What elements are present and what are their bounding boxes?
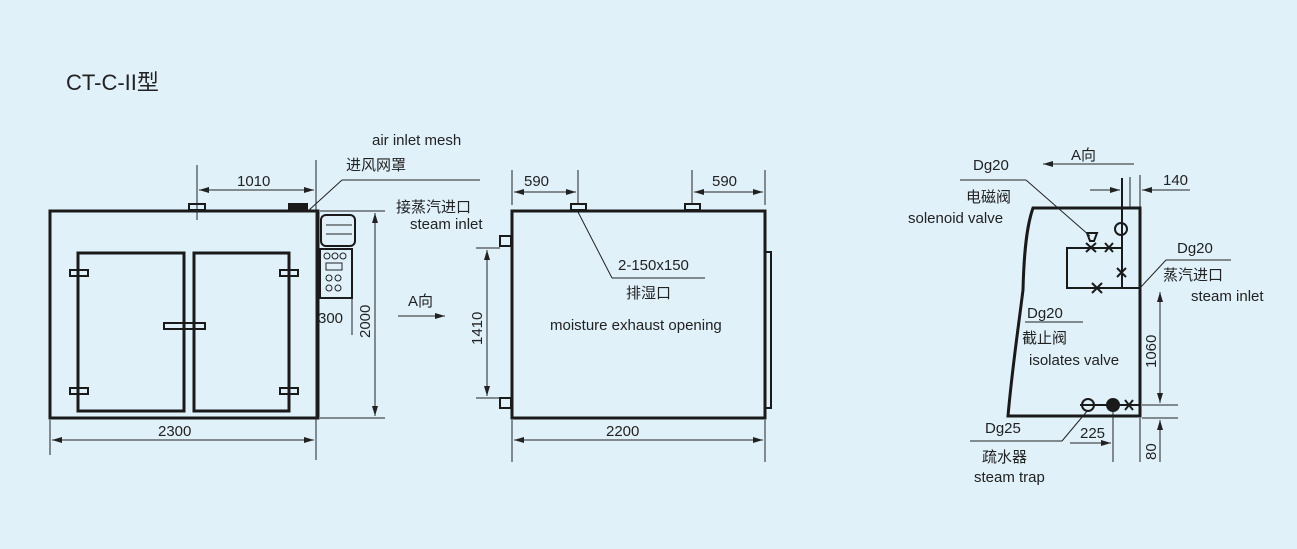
dim-2000: 2000 — [357, 305, 374, 338]
isolate-size: Dg20 — [1027, 305, 1063, 322]
valve-symbols — [1085, 242, 1114, 253]
side-flange — [764, 251, 772, 409]
dim-590-left: 590 — [524, 173, 549, 190]
model-title: CT-C-II型 — [66, 70, 159, 95]
inlet-label-cn: 蒸汽进口 — [1163, 267, 1223, 284]
solenoid-valve — [1085, 232, 1099, 242]
steam-inlet-top — [499, 235, 512, 247]
dim-1060: 1060 — [1143, 335, 1160, 368]
dim-300: 300 — [318, 310, 343, 327]
direction-label: A向 — [408, 293, 433, 310]
dim-2300: 2300 — [158, 423, 191, 440]
isolate-label-en: isolates valve — [1029, 352, 1119, 369]
solenoid-label-cn: 电磁阀 — [966, 189, 1011, 206]
solenoid-size: Dg20 — [973, 157, 1009, 174]
right-door — [192, 251, 291, 413]
trap-label-cn: 疏水器 — [982, 449, 1027, 466]
pressure-gauge — [1114, 222, 1128, 236]
inlet-size: Dg20 — [1177, 240, 1213, 257]
air-inlet-mesh — [288, 203, 308, 211]
trap-size: Dg25 — [985, 420, 1021, 437]
door-hinges — [69, 269, 299, 395]
detail-view: A向 140 Dg20 电磁阀 solenoid valve Dg20 蒸汽进口… — [908, 147, 1264, 486]
air-inlet-label-en: air inlet mesh — [372, 132, 461, 149]
trap-label-en: steam trap — [974, 469, 1045, 486]
side-view: 接蒸汽进口 steam inlet 590 590 2-150x150 排湿口 … — [396, 170, 772, 462]
steam-trap — [1081, 398, 1095, 412]
exhaust-label-cn: 排湿口 — [626, 285, 671, 302]
cabinet-outline — [48, 209, 320, 420]
panel-buttons — [323, 252, 347, 292]
steam-inlet-label-cn: 接蒸汽进口 — [396, 199, 471, 216]
cabinet-side-outline — [510, 209, 767, 420]
drain-valve — [1124, 399, 1134, 411]
dim-590-right: 590 — [712, 173, 737, 190]
dim-140: 140 — [1163, 172, 1188, 189]
exhaust-label-en: moisture exhaust opening — [550, 317, 722, 334]
dim-1410: 1410 — [469, 312, 486, 345]
cabinet-detail-outline — [1006, 206, 1142, 418]
dim-2200: 2200 — [606, 423, 639, 440]
dim-225: 225 — [1080, 425, 1105, 442]
inlet-label-en: steam inlet — [1191, 288, 1264, 305]
motor — [320, 214, 356, 247]
air-inlet-label-cn: 进风网罩 — [346, 157, 406, 174]
solenoid-label-en: solenoid valve — [908, 210, 1003, 227]
strainer — [1106, 398, 1120, 412]
dim-80: 80 — [1143, 443, 1160, 460]
left-door — [76, 251, 186, 413]
detail-direction-label: A向 — [1071, 147, 1096, 164]
steam-inlet-label-en: steam inlet — [410, 216, 483, 233]
steam-inlet-bottom — [499, 397, 512, 409]
dim-1010: 1010 — [237, 173, 270, 190]
front-view: air inlet mesh 进风网罩 1010 2300 300 2000 — [48, 132, 480, 460]
exhaust-size: 2-150x150 — [618, 257, 689, 274]
isolate-label-cn: 截止阀 — [1022, 330, 1067, 347]
steam-pipe — [1066, 247, 1140, 289]
